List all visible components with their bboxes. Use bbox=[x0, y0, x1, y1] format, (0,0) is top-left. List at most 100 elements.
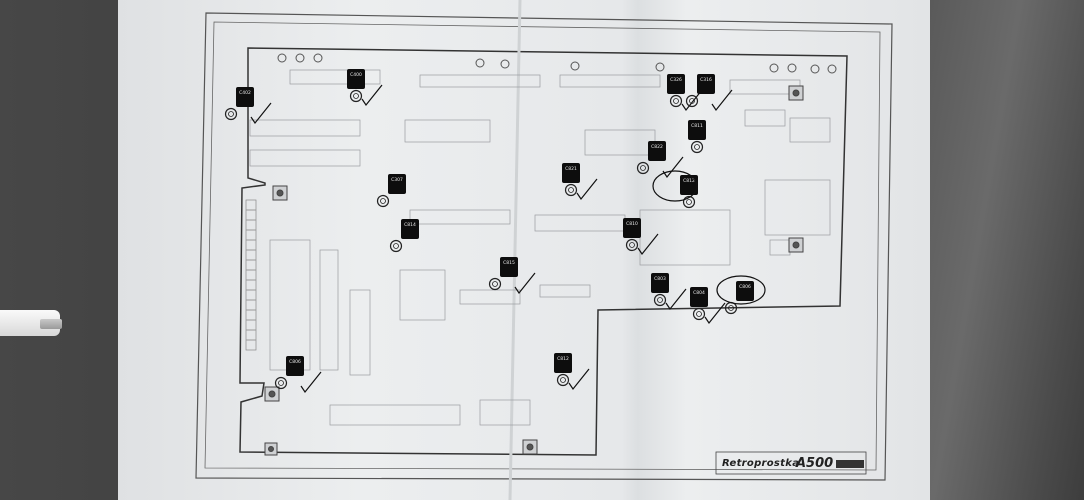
capacitor-cap-c815: C815 bbox=[488, 257, 536, 295]
capacitor-footprint-inner bbox=[629, 242, 635, 248]
capacitor-footprint bbox=[389, 239, 403, 253]
title-block-text: Retroprostka bbox=[722, 458, 800, 469]
capacitor-tag bbox=[736, 281, 754, 301]
capacitor-tag-label: C812 bbox=[557, 356, 569, 362]
capacitor-cap-c326: C326 bbox=[667, 74, 703, 112]
component-footprints bbox=[249, 69, 831, 426]
paper-fold bbox=[508, 0, 522, 500]
capacitor-footprint bbox=[625, 238, 639, 252]
capacitor-cap-c806b: C806 bbox=[274, 356, 322, 394]
capacitor-tag bbox=[690, 287, 708, 307]
capacitor-footprint bbox=[690, 140, 704, 154]
pen-check-mark bbox=[576, 178, 598, 201]
inner-frame bbox=[204, 21, 881, 471]
capacitor-footprint bbox=[274, 376, 288, 390]
capacitor-cap-c803: C803 bbox=[651, 273, 687, 311]
capacitor-tag-label: C326 bbox=[670, 77, 682, 83]
capacitor-footprint-inner bbox=[393, 243, 399, 249]
capacitor-cap-c316: C316 bbox=[685, 74, 733, 112]
capacitor-footprint bbox=[692, 307, 706, 321]
mounting-holes bbox=[264, 85, 804, 456]
capacitor-tag-label: C812 bbox=[683, 178, 695, 184]
capacitor-footprint-inner bbox=[696, 311, 702, 317]
capacitor-footprint bbox=[682, 195, 696, 209]
capacitor-footprint-inner bbox=[353, 93, 359, 99]
pen-check-mark bbox=[361, 84, 383, 107]
capacitor-footprint-inner bbox=[686, 199, 692, 205]
capacitor-footprint-inner bbox=[673, 98, 679, 104]
pen-check-mark bbox=[637, 233, 659, 256]
capacitor-tag-label: C815 bbox=[503, 260, 515, 266]
capacitor-footprint bbox=[349, 89, 363, 103]
capacitor-tag-label: C803 bbox=[654, 276, 666, 282]
capacitor-cap-c402: C402 bbox=[224, 87, 272, 125]
capacitor-tag-label: C811 bbox=[691, 123, 703, 129]
pen-check-mark bbox=[681, 89, 703, 112]
capacitor-tag bbox=[347, 69, 365, 89]
capacitor-footprint-inner bbox=[689, 98, 695, 104]
fabric-right bbox=[920, 0, 1084, 500]
capacitor-tag bbox=[651, 273, 669, 293]
capacitor-cap-c812b: C812 bbox=[554, 353, 590, 391]
capacitor-tag-label: C402 bbox=[239, 90, 251, 96]
capacitor-tag bbox=[680, 175, 698, 195]
capacitor-footprint-inner bbox=[694, 144, 700, 150]
capacitor-tag bbox=[648, 141, 666, 161]
capacitor-tag bbox=[401, 219, 419, 239]
capacitor-cap-c307: C307 bbox=[376, 174, 406, 208]
pen-check-mark bbox=[665, 288, 687, 311]
capacitor-footprint-inner bbox=[728, 305, 734, 311]
pen-circle-c812 bbox=[652, 170, 698, 202]
usb-cable-connector bbox=[40, 319, 62, 329]
pen-circle-c806 bbox=[716, 275, 766, 305]
capacitor-tag bbox=[236, 87, 254, 107]
capacitor-tag bbox=[562, 163, 580, 183]
capacitor-tag-label: C806 bbox=[739, 284, 751, 290]
capacitor-cap-c804: C804 bbox=[690, 287, 726, 325]
capacitor-tag bbox=[623, 218, 641, 238]
capacitor-footprint-inner bbox=[228, 111, 234, 117]
capacitor-cap-c821: C821 bbox=[562, 163, 598, 201]
pen-check-mark bbox=[514, 272, 536, 295]
capacitor-footprint-inner bbox=[568, 187, 574, 193]
pen-check-mark bbox=[250, 102, 272, 125]
pen-check-mark bbox=[300, 371, 322, 394]
capacitor-footprint bbox=[669, 94, 683, 108]
pen-check-mark bbox=[662, 156, 684, 179]
capacitor-tag-label: C316 bbox=[700, 77, 712, 83]
capacitor-cap-c822: C822 bbox=[636, 141, 684, 179]
outer-frame bbox=[195, 12, 893, 481]
title-block bbox=[715, 451, 867, 475]
capacitor-tag-label: C814 bbox=[404, 222, 416, 228]
capacitor-footprint bbox=[224, 107, 238, 121]
capacitor-footprint bbox=[488, 277, 502, 291]
capacitor-footprint bbox=[636, 161, 650, 175]
title-block-model: A500 bbox=[796, 456, 834, 471]
capacitor-tag bbox=[667, 74, 685, 94]
capacitor-cap-c811: C811 bbox=[688, 120, 706, 154]
capacitor-cap-c806: C806 bbox=[724, 281, 754, 315]
pen-check-mark bbox=[568, 368, 590, 391]
capacitor-cap-c812: C812 bbox=[680, 175, 698, 209]
pen-check-mark bbox=[711, 89, 733, 112]
top-edge-holes bbox=[277, 53, 837, 74]
capacitor-footprint bbox=[564, 183, 578, 197]
capacitor-footprint bbox=[685, 94, 699, 108]
capacitor-tag bbox=[286, 356, 304, 376]
capacitor-tag bbox=[388, 174, 406, 194]
capacitor-cap-c400: C400 bbox=[347, 69, 383, 107]
capacitor-tag bbox=[688, 120, 706, 140]
board-outline bbox=[239, 47, 848, 456]
capacitor-footprint-inner bbox=[560, 377, 566, 383]
capacitor-cap-c810: C810 bbox=[623, 218, 659, 256]
capacitor-tag-label: C821 bbox=[565, 166, 577, 172]
capacitor-footprint-inner bbox=[492, 281, 498, 287]
capacitor-tag-label: C806 bbox=[289, 359, 301, 365]
capacitor-tag bbox=[697, 74, 715, 94]
capacitor-tag-label: C822 bbox=[651, 144, 663, 150]
capacitor-tag-label: C804 bbox=[693, 290, 705, 296]
capacitor-footprint-inner bbox=[640, 165, 646, 171]
capacitor-footprint bbox=[376, 194, 390, 208]
